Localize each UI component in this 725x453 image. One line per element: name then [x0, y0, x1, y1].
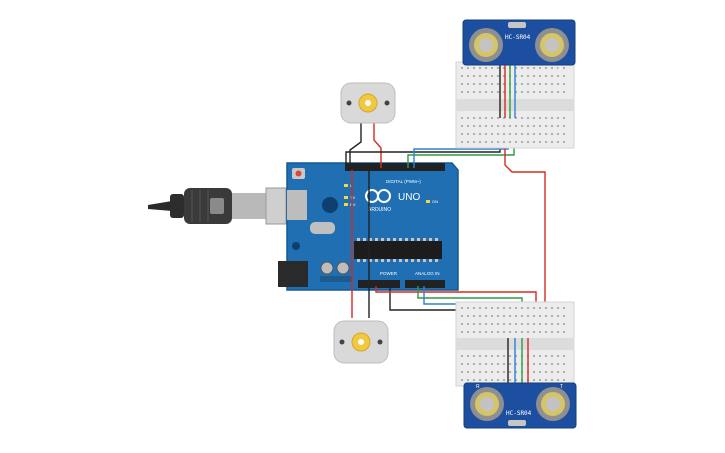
sensor-bottom-model: HC-SR04	[506, 410, 532, 417]
power-header	[358, 280, 400, 288]
digital-label: DIGITAL (PWM~)	[386, 179, 421, 184]
led-tx-label: TX	[350, 195, 355, 200]
arduino-uno-board[interactable]: ARDUINO UNO DIGITAL (PWM~) L TX RX ON	[278, 162, 459, 291]
sensor-top-r: R	[558, 66, 562, 72]
breadboard-icon[interactable]	[455, 61, 575, 149]
power-jack[interactable]	[278, 261, 308, 287]
sensor-bottom-t: T	[560, 384, 563, 390]
arduino-brand: ARDUINO	[368, 207, 391, 213]
board-model: UNO	[398, 192, 420, 203]
dc-motor-icon[interactable]	[333, 320, 389, 364]
breadboard-icon[interactable]	[455, 301, 575, 387]
usb-cable-icon[interactable]	[148, 187, 287, 225]
sensor-top-t: T	[476, 66, 479, 72]
on-label: ON	[432, 199, 438, 204]
led-rx-label: RX	[350, 202, 356, 207]
wire-black-top-motor	[349, 120, 362, 168]
ultrasonic-sensor-icon[interactable]: HC-SR04 R T	[463, 382, 577, 429]
ultrasonic-sensor-icon[interactable]: HC-SR04 T R	[462, 19, 576, 72]
analog-header	[405, 280, 445, 288]
power-label: POWER	[380, 271, 398, 276]
sensor-bottom-r: R	[476, 384, 480, 390]
dc-motor-icon[interactable]	[340, 82, 396, 124]
analog-label: ANALOG IN	[415, 271, 440, 276]
digital-header	[345, 163, 445, 171]
wire-red-top-motor	[373, 120, 382, 168]
sensor-top-model: HC-SR04	[505, 34, 531, 41]
atmega-chip-icon	[354, 238, 442, 262]
